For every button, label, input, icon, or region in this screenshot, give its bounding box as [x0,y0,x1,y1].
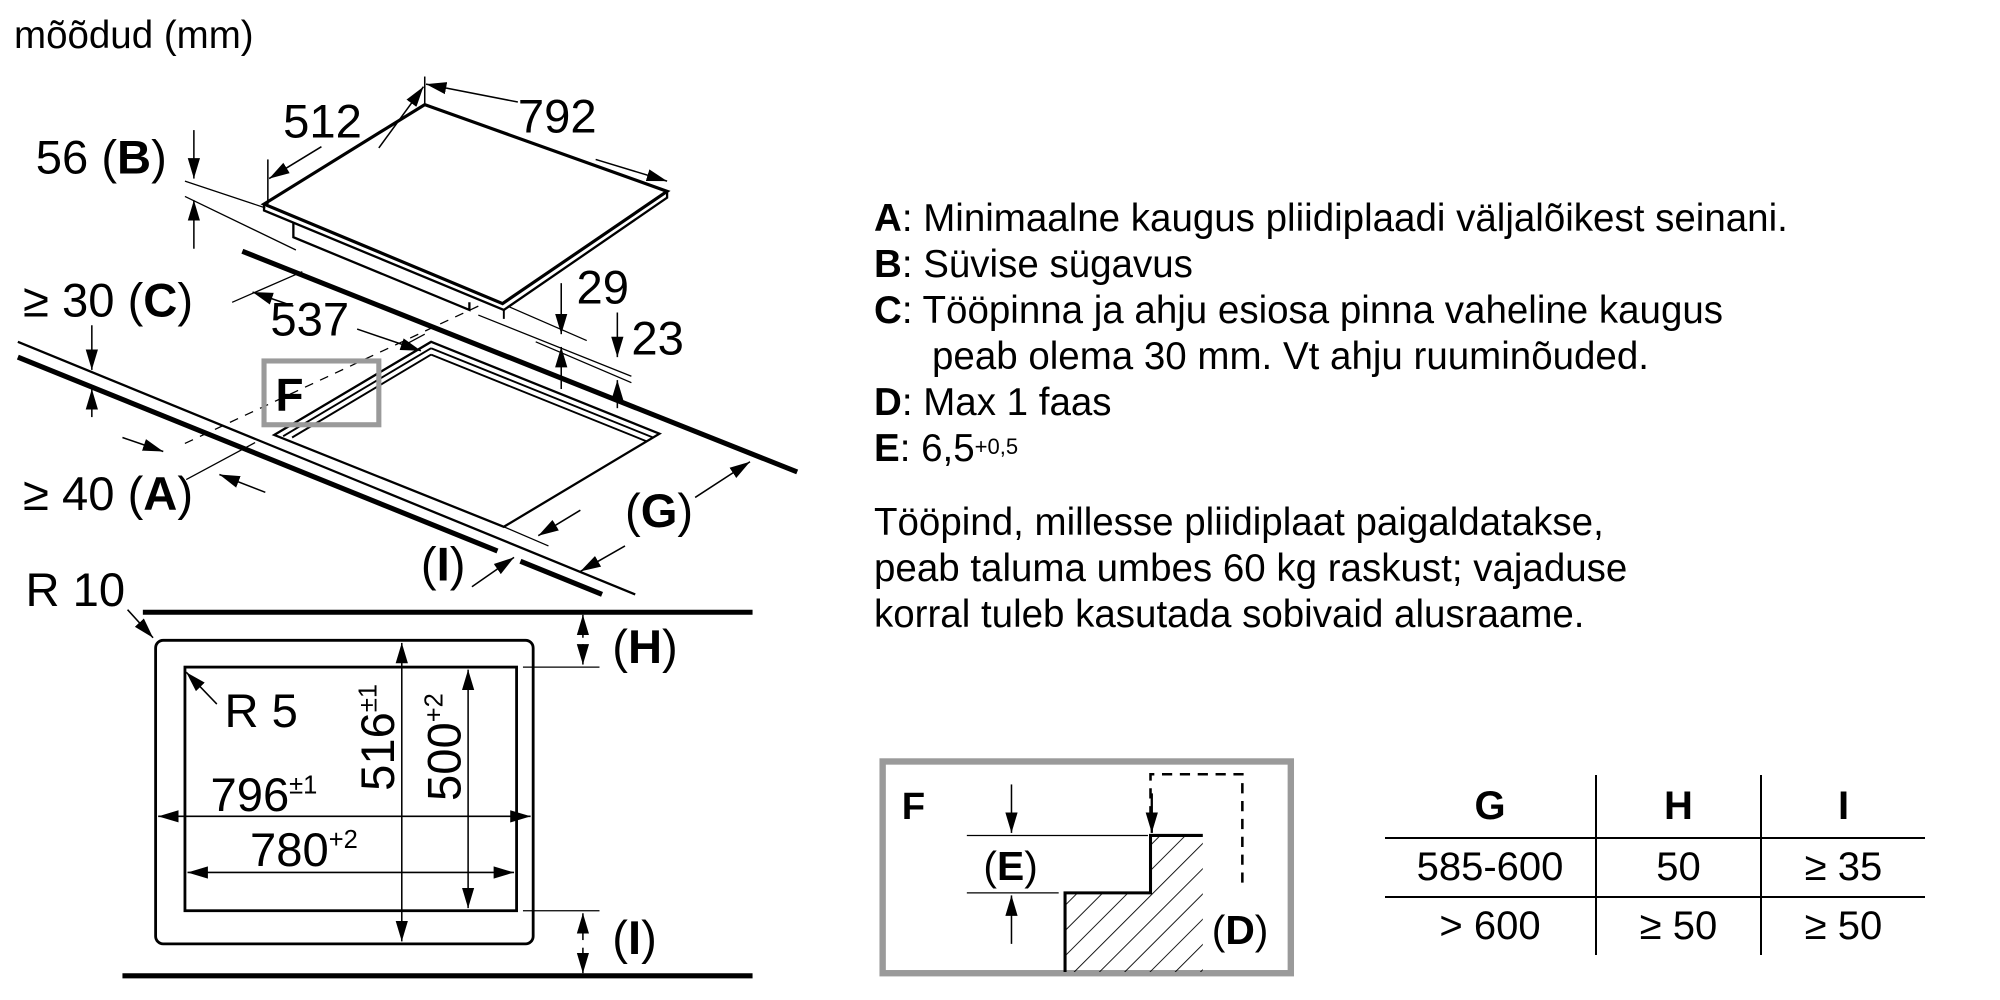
detail-f-callout-label: F [276,369,304,421]
table-row: 585-600 50 ≥ 35 [1385,838,1925,898]
dim-29: 29 [577,262,630,315]
worktop-front-edge [17,340,636,596]
dim-792: 792 [518,91,597,144]
dim-23: 23 [631,313,683,366]
detail-f-title: F [902,785,925,828]
table-row: > 600 ≥ 50 ≥ 50 [1385,897,1925,955]
note-line: peab taluma umbes 60 kg raskust; vajadus… [874,547,1628,590]
radius-inner: R 5 [224,685,297,738]
detail-e-label: (E) [983,843,1037,889]
cell-g: > 600 [1439,904,1541,948]
dim-c: ≥ 30 (C) [23,274,193,327]
dim-inner-depth: 500+2 [418,693,471,801]
detail-f: F (E) (D) [879,758,1295,977]
header-i: I [1760,775,1925,839]
cell-g: 585-600 [1385,838,1596,898]
dim-i-iso: (I) [421,538,466,591]
detail-f-callout [261,358,382,428]
legend-item-a: A: Minimaalne kaugus pliidiplaadi väljal… [874,197,1788,240]
cell-h: ≥ 50 [1595,897,1761,955]
dim-h: (H) [612,621,678,674]
worktop-rear-edge [241,248,799,475]
page-title: mõõdud (mm) [14,14,254,57]
hob-underbody [292,223,471,312]
cutout-outline [183,665,518,913]
hatched-section [1065,835,1203,972]
dim-outer-width: 796±1 [210,769,317,822]
detail-d-label: (D) [1212,907,1269,953]
legend: A: Minimaalne kaugus pliidiplaadi väljal… [874,196,1788,472]
cell-i: ≥ 50 [1760,897,1925,955]
header-h: H [1595,775,1761,839]
header-g: G [1385,775,1596,839]
dim-537: 537 [270,293,349,346]
dim-i-plan: (I) [612,912,657,965]
legend-item-b: B: Süvise sügavus [874,243,1193,286]
spec-table: G H I 585-600 50 ≥ 35 > 600 ≥ 50 ≥ 50 [1385,775,1925,955]
legend-item-c: C: Tööpinna ja ahju esiosa pinna vahelin… [874,289,1724,332]
legend-item-e: E: 6,5+0,5 [874,427,1019,470]
dim-512: 512 [283,96,362,149]
cutout-plan: R 10 R 5 796±1 780+2 516±1 500+2 (H) (I) [26,564,753,979]
legend-item-d: D: Max 1 faas [874,381,1112,424]
hob-outline [154,638,535,946]
radius-outer: R 10 [26,564,126,617]
dim-outer-depth: 516±1 [352,684,405,791]
dim-b: 56 (B) [36,131,167,184]
dim-a: ≥ 40 (A) [23,468,193,521]
weight-note: Tööpind, millesse pliidiplaat paigaldata… [874,500,1627,638]
legend-item-c-cont: peab olema 30 mm. Vt ahju ruuminõuded. [932,335,1649,378]
dim-g: (G) [625,485,693,538]
hob-isometric: 512 792 56 (B) 537 29 23 [16,76,799,597]
note-line: Tööpind, millesse pliidiplaat paigaldata… [874,501,1604,544]
note-line: korral tuleb kasutada sobivaid alusraame… [874,593,1585,636]
cell-h: 50 [1595,838,1761,898]
dim-inner-width: 780+2 [250,824,358,877]
cell-i: ≥ 35 [1760,838,1925,898]
